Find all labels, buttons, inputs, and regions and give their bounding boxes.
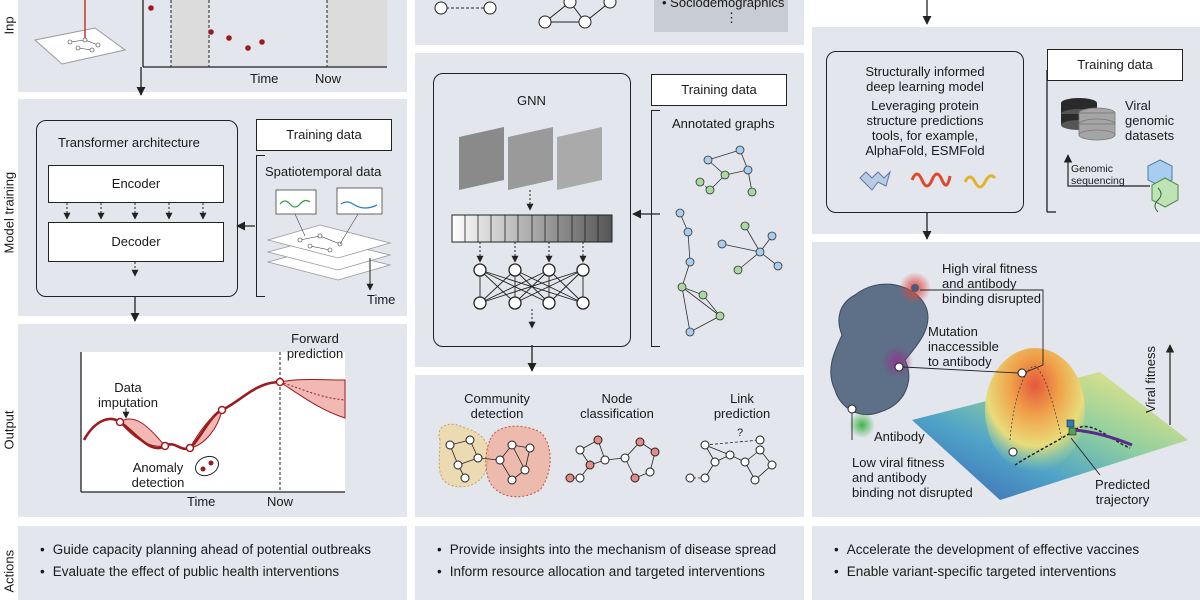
col1-output-now-label: Now: [267, 494, 294, 509]
col1-training-data-box: Training data: [256, 119, 392, 151]
encoder-label: Encoder: [111, 176, 161, 191]
col3-model-graphic: [859, 0, 1179, 240]
col3-action-item: Enable variant-specific targeted interve…: [834, 561, 1139, 583]
gnn-box: [433, 73, 631, 347]
col1-output-time-label: Time: [187, 494, 216, 509]
col1-input-graphic: [33, 0, 387, 96]
col3-output-graphic: [830, 272, 1188, 500]
forward-prediction-label: Forward prediction: [286, 331, 344, 361]
col2-action-item: Inform resource allocation and targeted …: [437, 561, 776, 583]
structural-model-title: Structurally informed deep learning mode…: [865, 64, 985, 94]
gnn-title: GNN: [517, 93, 546, 108]
col3-actions-list: Accelerate the development of effective …: [834, 539, 1139, 583]
transformer-title: Transformer architecture: [58, 135, 200, 150]
col1-action-item: Guide capacity planning ahead of potenti…: [40, 539, 371, 561]
sociodemographics-text: Sociodemographics: [670, 0, 785, 10]
decoder-label: Decoder: [111, 234, 161, 249]
col1-output-graphic: [80, 352, 346, 493]
col2-output-graphic: [438, 423, 777, 498]
high-fitness-label: High viral fitness and antibody binding …: [942, 261, 1042, 306]
col2-model-graphic: [451, 127, 783, 372]
data-imputation-label: Data imputation: [98, 380, 158, 410]
col1-input-time-label: Time: [250, 71, 279, 86]
transformer-box: [36, 120, 238, 297]
antibody-label: Antibody: [874, 429, 925, 444]
col1-model-time-label: Time: [367, 292, 396, 307]
mutation-inaccessible-label: Mutation inaccessible to antibody: [928, 324, 999, 369]
sociodemographics-label: • Sociodemographics: [662, 0, 784, 10]
col2-actions-list: Provide insights into the mechanism of d…: [437, 539, 776, 583]
genomic-sequencing-label: Genomic sequencing: [1071, 163, 1125, 187]
col1-training-data-label: Training data: [286, 127, 362, 142]
col2-training-data-box: Training data: [651, 74, 787, 106]
col1-model-graphic: [63, 187, 392, 322]
structural-model-box: [826, 51, 1024, 213]
col3-action-item: Accelerate the development of effective …: [834, 539, 1139, 561]
spatiotemporal-data-label: Spatiotemporal data: [265, 164, 382, 179]
decoder-block: Decoder: [48, 222, 224, 262]
col2-input-graphic: [434, 0, 788, 32]
low-fitness-label: Low viral fitness and antibody binding n…: [852, 455, 973, 500]
structural-model-desc: Leveraging protein structure predictions…: [865, 98, 985, 158]
col2-training-bracket: [651, 110, 660, 347]
viral-fitness-axis-label: Viral fitness: [1142, 346, 1158, 413]
col3-training-data-box: Training data: [1047, 49, 1183, 81]
anomaly-detection-label: Anomaly detection: [131, 460, 185, 490]
link-prediction-label: Link prediction: [713, 391, 771, 421]
viral-datasets-label: Viral genomic datasets: [1125, 98, 1175, 143]
community-detection-label: Community detection: [464, 391, 530, 421]
node-classification-label: Node classification: [580, 391, 654, 421]
input-ellipsis: ⋮: [725, 10, 738, 25]
col2-training-data-label: Training data: [681, 82, 757, 97]
col1-action-item: Evaluate the effect of public health int…: [40, 561, 371, 583]
annotated-graphs-label: Annotated graphs: [672, 116, 775, 131]
predicted-trajectory-label: Predicted trajectory: [1095, 477, 1150, 507]
col2-action-item: Provide insights into the mechanism of d…: [437, 539, 776, 561]
col1-training-bracket: [256, 155, 265, 297]
col3-training-data-label: Training data: [1077, 57, 1153, 72]
encoder-block: Encoder: [48, 165, 224, 203]
col1-input-now-label: Now: [315, 71, 342, 86]
col1-actions-list: Guide capacity planning ahead of potenti…: [40, 539, 371, 583]
link-question-mark: ?: [737, 427, 744, 439]
